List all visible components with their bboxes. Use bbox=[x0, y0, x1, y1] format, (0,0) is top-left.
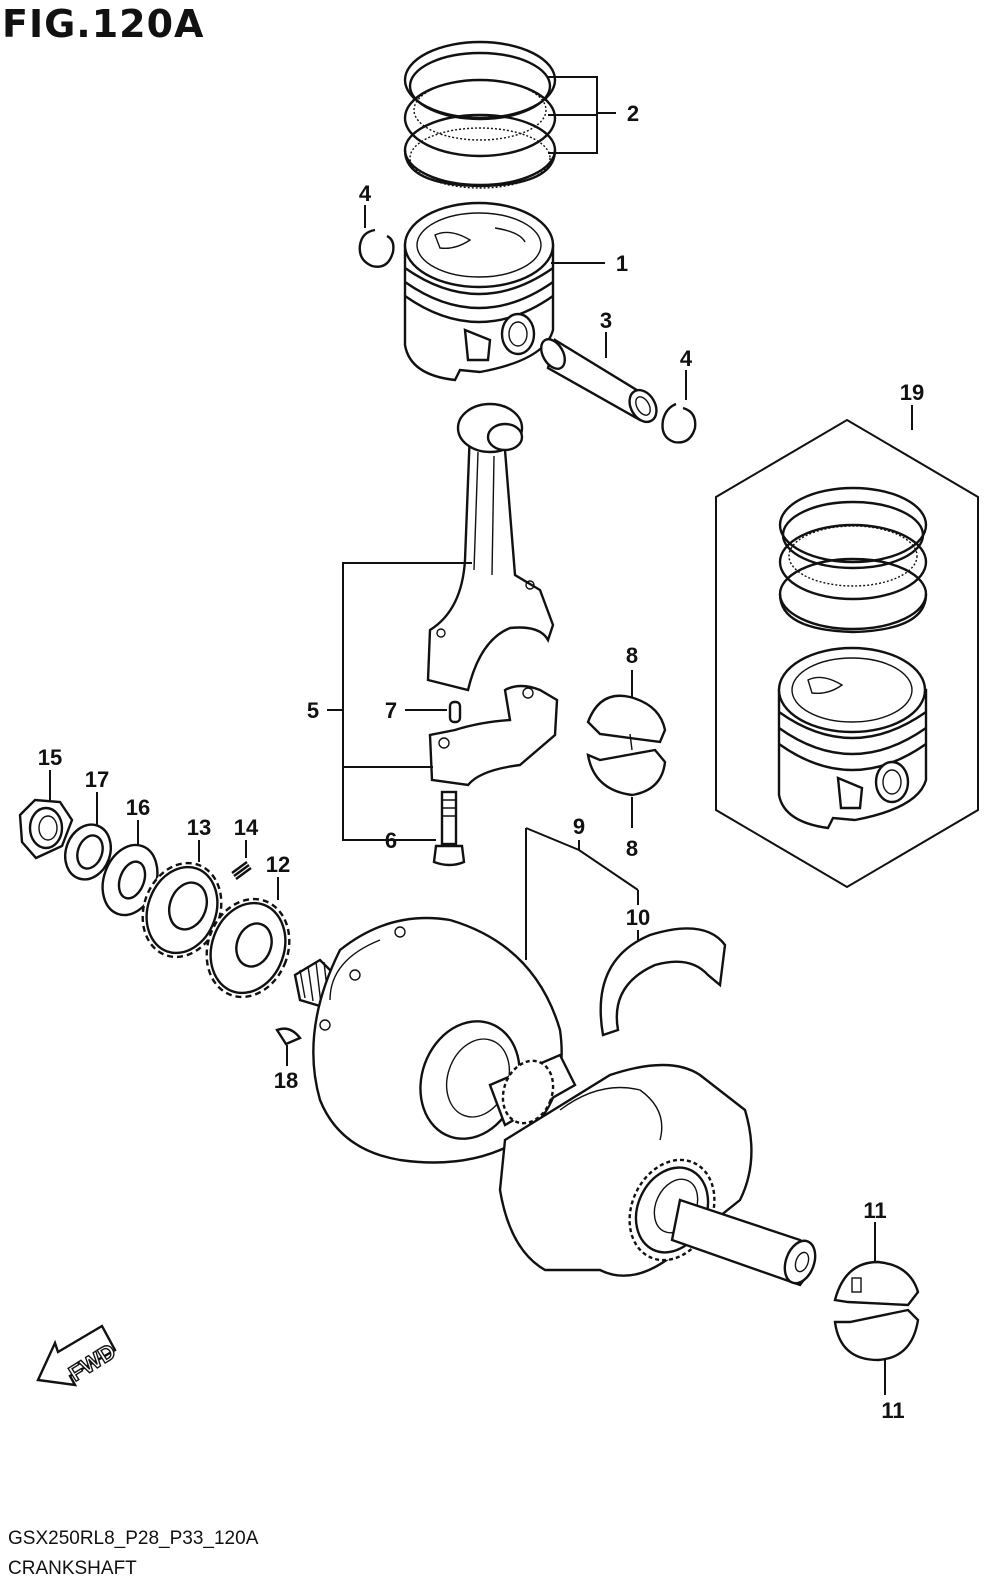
spring-drawing bbox=[231, 861, 252, 880]
piston-pin-drawing bbox=[540, 338, 658, 424]
piston-drawing bbox=[403, 201, 555, 382]
circlip-upper-drawing bbox=[358, 228, 395, 268]
callout-7: 7 bbox=[385, 698, 397, 723]
connecting-rod-drawing bbox=[426, 402, 559, 787]
callout-12: 12 bbox=[266, 852, 290, 877]
washer-16-drawing bbox=[101, 843, 159, 917]
callout-5: 5 bbox=[307, 698, 319, 723]
piston-set-drawing bbox=[777, 486, 928, 830]
thrust-washer-drawing bbox=[599, 927, 727, 1037]
drawing-code: GSX250RL8_P28_P33_120A bbox=[8, 1528, 259, 1549]
callout-8-lower: 8 bbox=[626, 836, 638, 861]
nut-drawing bbox=[18, 798, 74, 860]
fwd-arrow-icon bbox=[36, 1324, 117, 1387]
balancer-drive-gear-drawing bbox=[141, 861, 223, 959]
figure-title: FIG.120A bbox=[2, 2, 205, 46]
callout-16: 16 bbox=[126, 795, 150, 820]
callout-6: 6 bbox=[385, 828, 397, 853]
callout-11-lower: 11 bbox=[881, 1398, 904, 1423]
callout-14: 14 bbox=[234, 815, 259, 840]
piston-ring-set-drawing bbox=[403, 40, 557, 189]
crankshaft-drawing bbox=[293, 916, 817, 1287]
callout-8-upper: 8 bbox=[626, 643, 638, 668]
callout-17: 17 bbox=[85, 767, 109, 792]
primary-drive-gear-drawing bbox=[205, 897, 291, 999]
callout-4-upper: 4 bbox=[359, 181, 372, 206]
callout-10: 10 bbox=[626, 905, 650, 930]
callout-3: 3 bbox=[600, 308, 612, 333]
conrod-bearing-drawing bbox=[586, 694, 667, 797]
callout-13: 13 bbox=[187, 815, 211, 840]
callout-1: 1 bbox=[616, 251, 628, 276]
dowel-pin-drawing bbox=[448, 700, 462, 724]
conrod-bolt-drawing bbox=[432, 790, 466, 867]
callout-18: 18 bbox=[274, 1068, 298, 1093]
key-drawing bbox=[275, 1027, 302, 1046]
callout-11-upper: 11 bbox=[863, 1198, 886, 1223]
washer-17-drawing bbox=[64, 823, 112, 881]
circlip-lower-drawing bbox=[661, 402, 697, 444]
piston-set-frame bbox=[715, 418, 979, 889]
callout-9: 9 bbox=[573, 814, 585, 839]
figure-caption: CRANKSHAFT bbox=[8, 1558, 137, 1579]
callout-4-lower: 4 bbox=[680, 346, 693, 371]
callout-2: 2 bbox=[627, 101, 639, 126]
callout-15: 15 bbox=[38, 745, 62, 770]
callout-19: 19 bbox=[900, 380, 924, 405]
crankshaft-bearing-drawing bbox=[833, 1260, 920, 1362]
